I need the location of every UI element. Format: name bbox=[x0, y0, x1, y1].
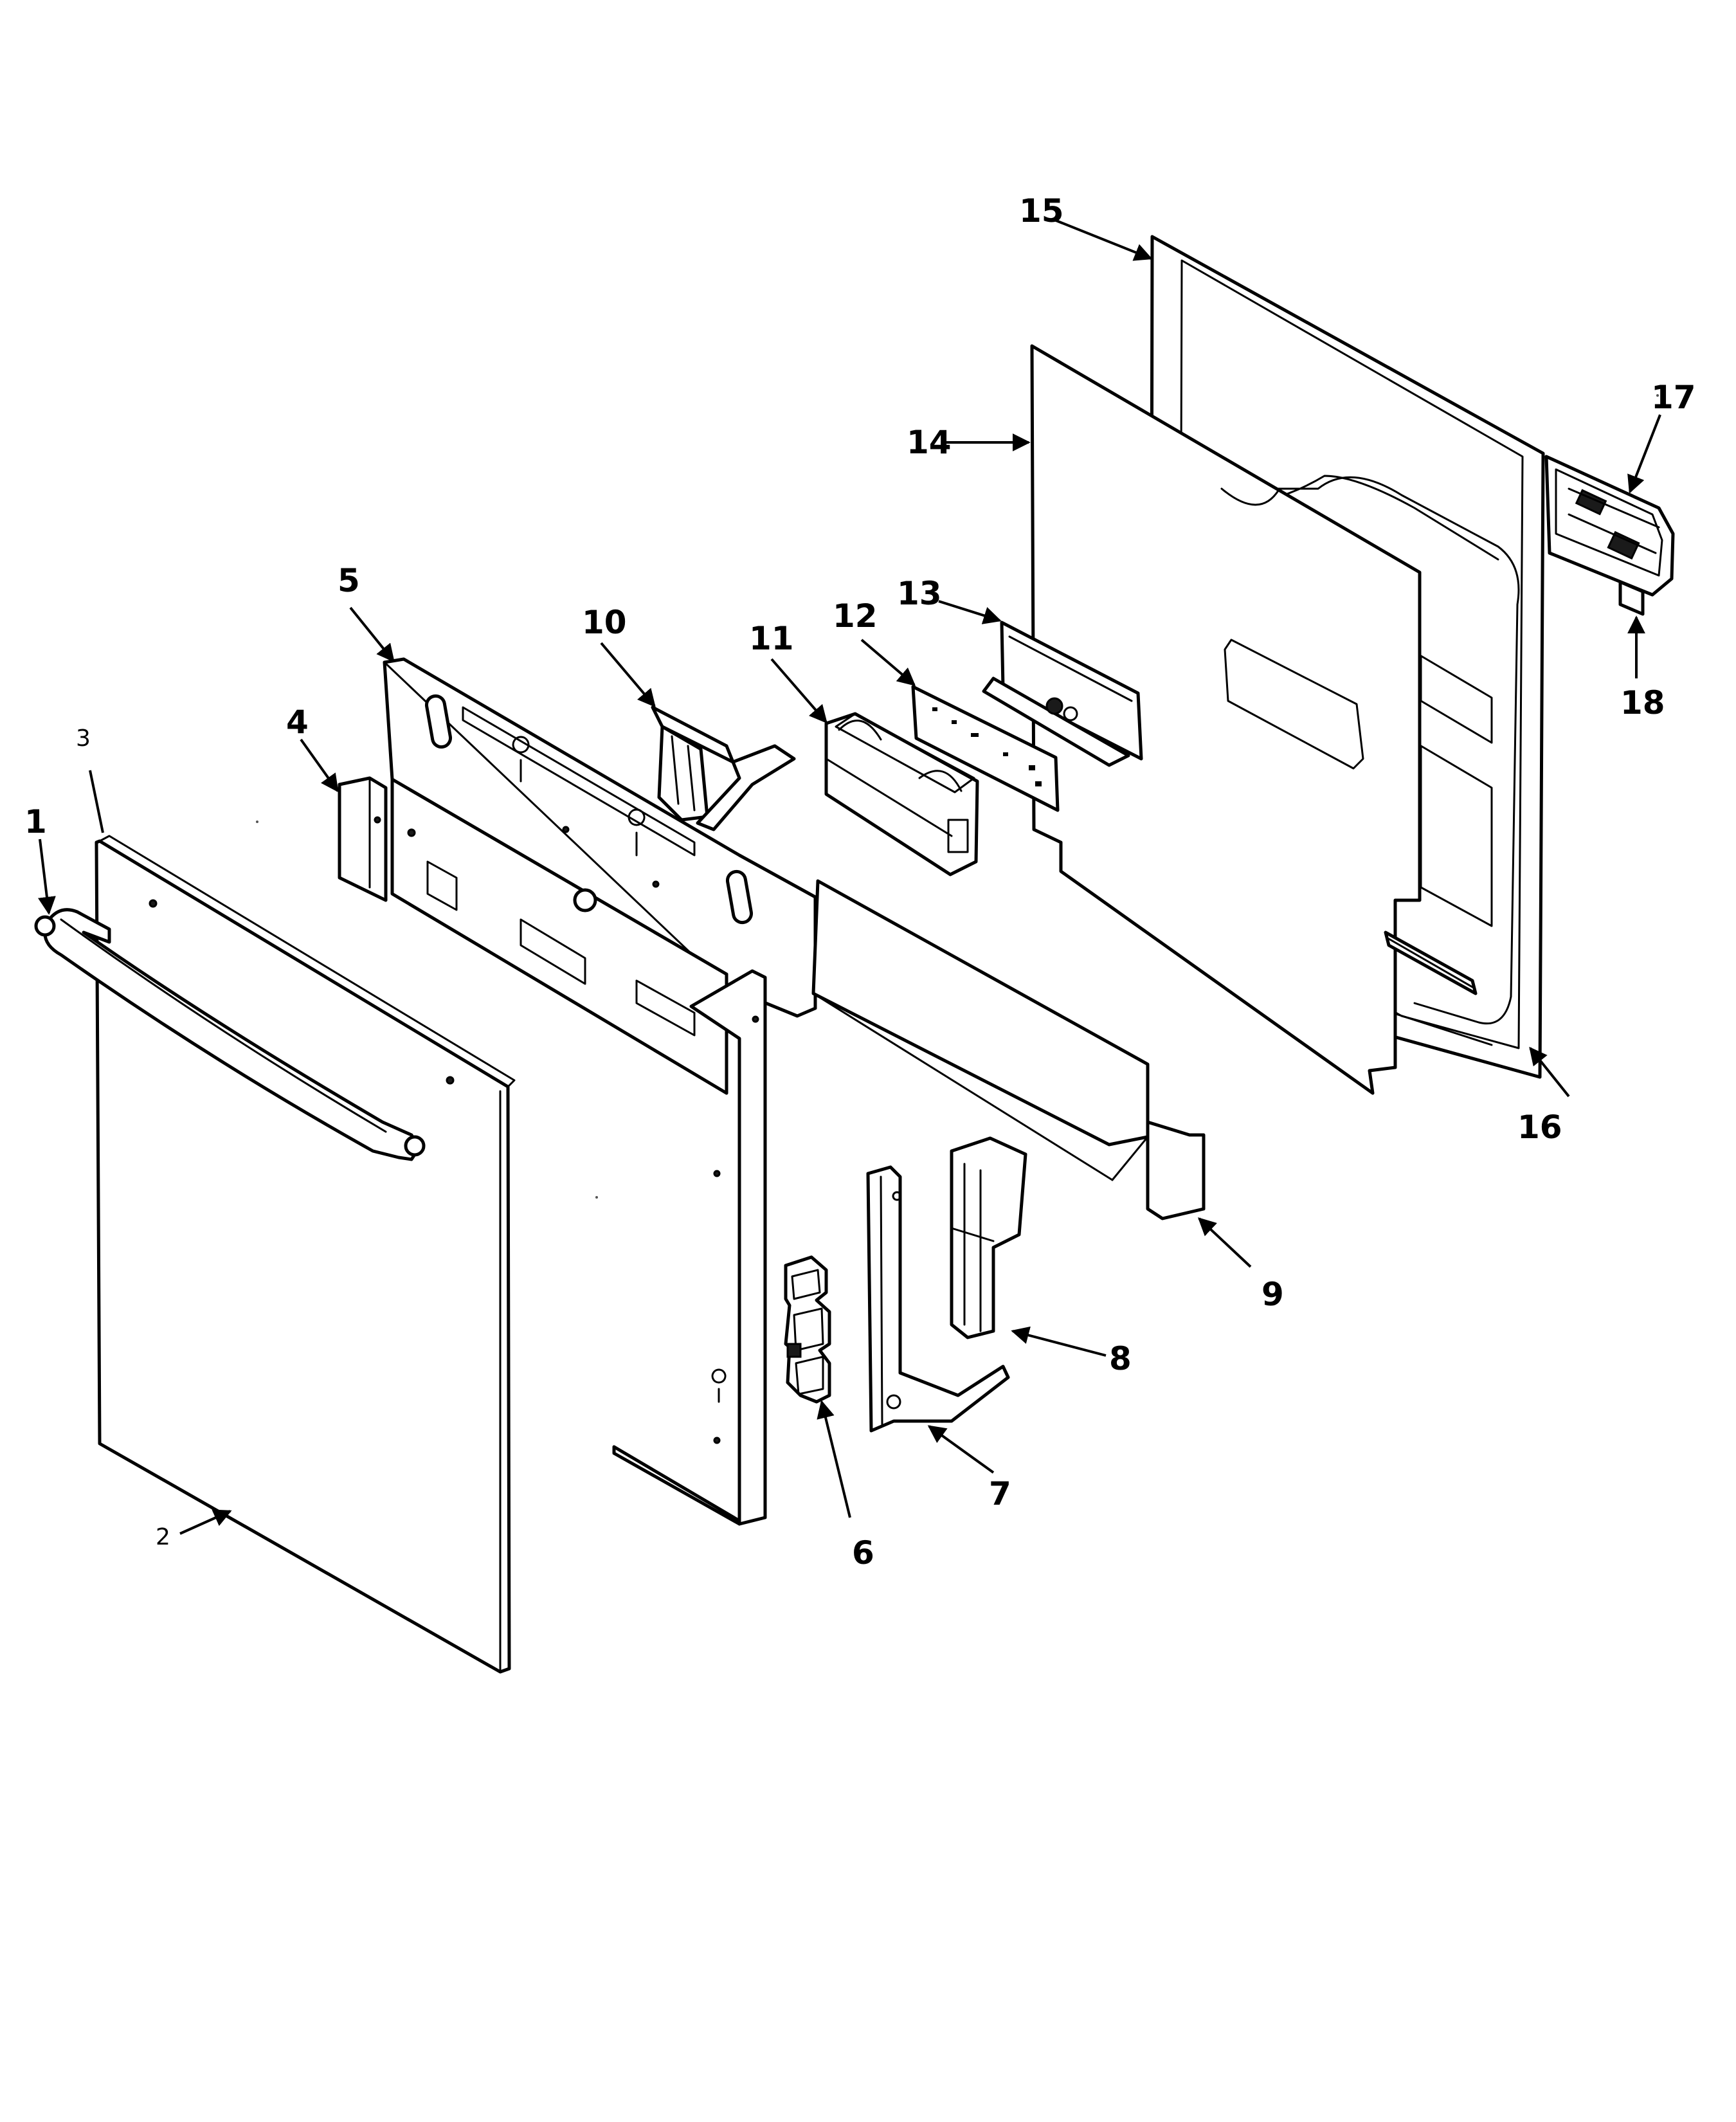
callout-16: 16 bbox=[1517, 1109, 1562, 1146]
callout-1: 1 bbox=[24, 803, 47, 840]
part-4-side-bracket bbox=[338, 776, 388, 902]
part-13-bracket bbox=[982, 621, 1143, 767]
callout-11: 11 bbox=[749, 620, 794, 657]
callout-17: 17 bbox=[1651, 379, 1696, 416]
callout-12: 12 bbox=[833, 597, 878, 635]
part-18-clip bbox=[1618, 580, 1645, 616]
leader-11 bbox=[770, 658, 827, 724]
leader-6 bbox=[817, 1400, 851, 1518]
part-9-lower-panel bbox=[811, 879, 1206, 1220]
door-side-frame bbox=[612, 969, 767, 1526]
part-6-hinge-cover bbox=[784, 1255, 831, 1404]
callout-13: 13 bbox=[897, 575, 942, 612]
leader-10 bbox=[600, 642, 656, 708]
leader-8 bbox=[1011, 1326, 1107, 1357]
part-1-handle bbox=[34, 908, 426, 1161]
part-7-hinge-arm bbox=[866, 1165, 1010, 1433]
leader-13 bbox=[938, 600, 1002, 624]
leader-7 bbox=[927, 1425, 995, 1474]
leader-1 bbox=[38, 839, 56, 915]
leader-17 bbox=[1627, 414, 1661, 494]
part-5-control-panel bbox=[383, 657, 817, 1095]
callout-2: 2 bbox=[156, 1524, 170, 1550]
part-10-latch bbox=[651, 705, 796, 831]
callout-10: 10 bbox=[582, 604, 627, 641]
callout-18: 18 bbox=[1620, 684, 1665, 721]
leader-15 bbox=[1054, 219, 1153, 261]
callout-6: 6 bbox=[852, 1534, 874, 1572]
leader-3 bbox=[89, 770, 104, 833]
leader-2 bbox=[179, 1509, 232, 1535]
callout-14: 14 bbox=[907, 424, 952, 461]
callout-9: 9 bbox=[1261, 1276, 1284, 1313]
leader-lines bbox=[38, 219, 1661, 1535]
callout-3: 3 bbox=[76, 725, 91, 752]
callout-8: 8 bbox=[1109, 1340, 1132, 1377]
part-11-control-module bbox=[824, 712, 979, 876]
part-16-seal-strip bbox=[1384, 930, 1478, 995]
part-14-insulation bbox=[1030, 344, 1422, 1095]
callout-7: 7 bbox=[989, 1475, 1011, 1512]
callout-5: 5 bbox=[338, 562, 360, 599]
leader-5 bbox=[349, 606, 395, 663]
scan-specks bbox=[256, 394, 1659, 1199]
leader-4 bbox=[300, 738, 339, 793]
part-12-control-board bbox=[911, 685, 1060, 812]
part-8-hinge-block bbox=[950, 1136, 1027, 1339]
leader-16 bbox=[1529, 1046, 1570, 1098]
leader-12 bbox=[860, 639, 916, 686]
leader-9 bbox=[1197, 1217, 1252, 1268]
callout-labels: 1 2 3 4 5 6 7 8 9 10 11 12 13 14 15 16 1… bbox=[24, 192, 1696, 1572]
part-17-control-housing bbox=[1544, 455, 1675, 597]
callout-4: 4 bbox=[286, 703, 309, 741]
callout-15: 15 bbox=[1019, 192, 1064, 230]
